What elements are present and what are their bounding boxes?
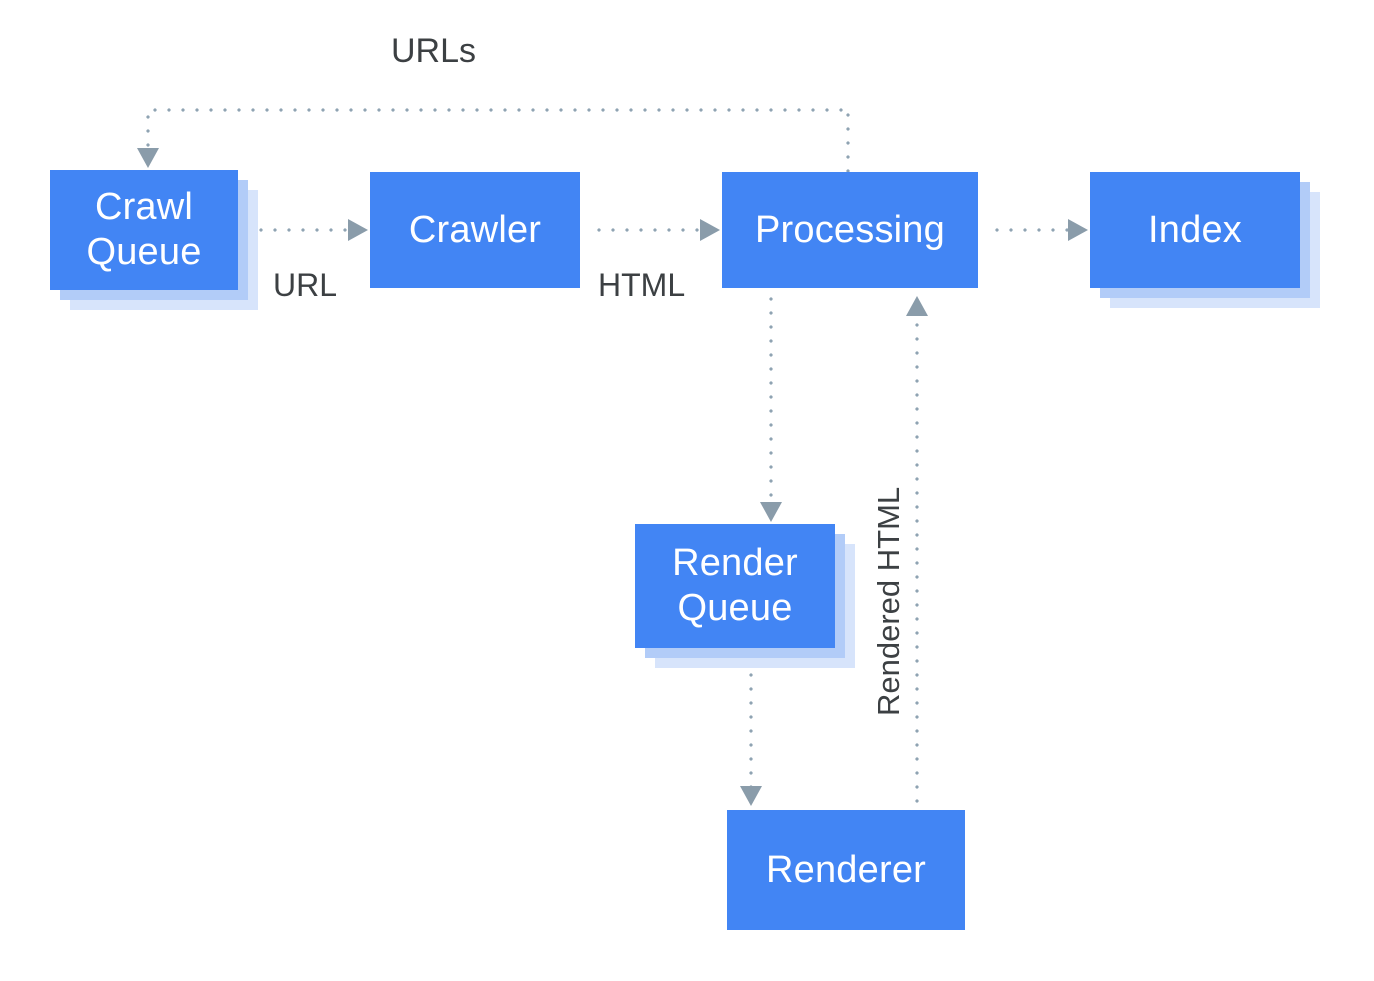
index-label: Index [1090,172,1300,288]
node-index[interactable]: Index [1090,172,1320,308]
edge-crawlqueue-to-crawler [254,228,352,232]
edge-processing-to-crawlqueue-drop [146,110,150,152]
arrowhead-into-processing-bottom [906,296,928,316]
node-processing[interactable]: Processing [722,172,978,288]
crawler-label: Crawler [370,172,580,288]
edge-processing-to-crawlqueue-riser [846,108,850,174]
edge-label-rendered-html: Rendered HTML [871,486,906,716]
arrowhead-into-render-queue [760,502,782,522]
edge-processing-to-index [990,228,1072,232]
edge-renderqueue-to-renderer [749,668,753,788]
edge-label-html: HTML [598,267,686,303]
node-crawler[interactable]: Crawler [370,172,580,288]
arrowhead-into-processing-left [700,219,720,241]
edge-renderer-to-processing [915,318,919,812]
node-renderer[interactable]: Renderer [727,810,965,930]
arrowhead-into-renderer [740,786,762,806]
renderer-label: Renderer [727,810,965,930]
edge-processing-to-crawlqueue-horizontal [148,108,850,112]
crawl-queue-label: Crawl Queue [50,170,238,290]
arrowhead-into-index [1068,219,1088,241]
edge-crawler-to-processing [592,228,702,232]
node-render-queue[interactable]: Render Queue [635,524,855,668]
arrowhead-into-crawl-queue [137,148,159,168]
render-queue-label: Render Queue [635,524,835,648]
processing-label: Processing [722,172,978,288]
edge-label-urls: URLs [391,32,477,70]
node-crawl-queue[interactable]: Crawl Queue [50,170,258,310]
edge-processing-to-renderqueue [769,292,773,504]
edge-label-url: URL [273,267,338,303]
arrowhead-into-crawler [348,219,368,241]
